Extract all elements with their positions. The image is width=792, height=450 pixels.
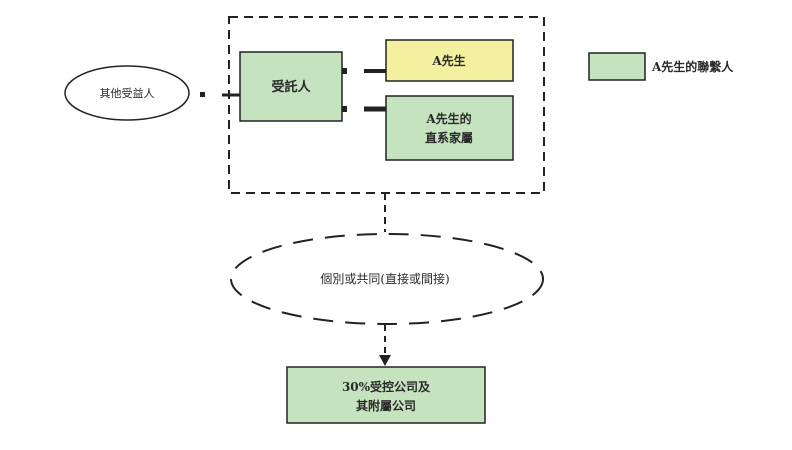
individually-jointly-node[interactable] [230, 233, 544, 325]
legend-label: A先生的聯繫人 [651, 59, 734, 74]
legend-swatch-green [588, 52, 646, 81]
trustee-node[interactable] [239, 51, 343, 122]
other-beneficiaries-node[interactable] [64, 65, 190, 121]
other-beneficiaries-label: 其他受益人 [100, 86, 155, 100]
controlled-company-node[interactable] [286, 366, 486, 424]
trust-group-boundary [228, 16, 545, 194]
trustee-label: 受託人 [271, 79, 311, 95]
mr-a-label: A先生 [431, 53, 465, 68]
arrowhead-icon [379, 355, 391, 366]
mr-a-family-node[interactable] [385, 95, 514, 161]
connector-stub [342, 106, 347, 112]
controlled-company-label-line1: 30%受控公司及 [342, 379, 431, 394]
individually-jointly-label: 個別或共同(直接或間接) [320, 271, 449, 286]
connector-dot [200, 92, 205, 97]
mr-a-node[interactable] [385, 39, 514, 82]
controlled-company-label-line2: 其附屬公司 [356, 398, 416, 413]
mr-a-family-label-line1: A先生的 [425, 111, 471, 126]
connector-stub [342, 68, 347, 74]
mr-a-family-label-line2: 直系家屬 [425, 130, 473, 145]
